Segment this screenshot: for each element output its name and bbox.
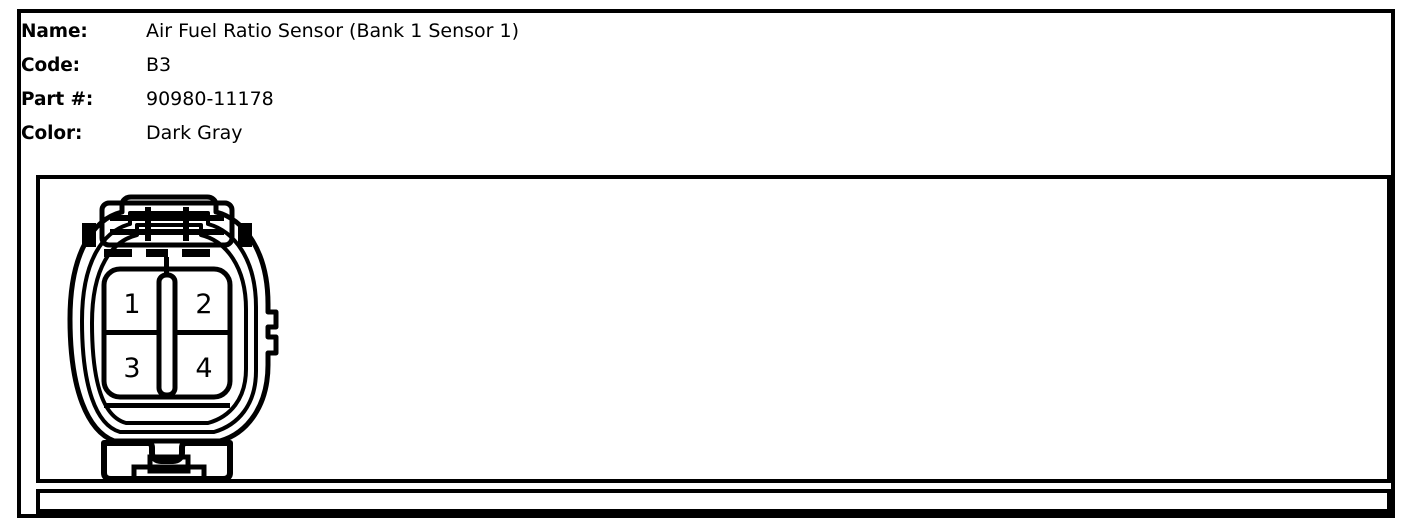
connector-diagram-panel: 1 2 3 4 xyxy=(36,175,1391,483)
grille-bar-v1 xyxy=(145,207,151,241)
connector-face-drawing: 1 2 3 4 xyxy=(42,179,292,479)
spec-value-color: Dark Gray xyxy=(146,122,243,144)
bottom-note-strip xyxy=(36,489,1391,514)
spec-block: Name: Air Fuel Ratio Sensor (Bank 1 Sens… xyxy=(21,14,721,150)
connector-svg: 1 2 3 4 xyxy=(67,194,279,479)
spec-value-code: B3 xyxy=(146,54,172,76)
latch-left-post xyxy=(82,223,96,247)
latch-stem xyxy=(164,257,169,275)
spec-label-name: Name: xyxy=(21,21,88,42)
spec-label-color: Color: xyxy=(21,123,83,144)
cavity-key-slot xyxy=(156,272,178,398)
foot-lock-upper xyxy=(147,454,191,474)
spec-row-color: Color: Dark Gray xyxy=(21,116,721,150)
spec-label-part-number: Part #: xyxy=(21,89,94,110)
pin-number-4: 4 xyxy=(195,353,212,384)
spec-row-part-number: Part #: 90980-11178 xyxy=(21,82,721,116)
latch-tooth-1 xyxy=(104,249,132,257)
grille-frame xyxy=(99,200,235,248)
cavity-block: 1 2 3 4 xyxy=(101,266,233,400)
bottom-lock-foot xyxy=(101,440,233,479)
latch-right-post xyxy=(238,223,252,247)
connector-shell-outline-mid xyxy=(80,211,258,434)
foot-outline xyxy=(101,440,233,479)
spec-row-code: Code: B3 xyxy=(21,48,721,82)
latch-tooth-2 xyxy=(146,249,168,257)
cavity-base-bar xyxy=(104,403,230,408)
pin-number-3: 3 xyxy=(123,353,140,384)
pin-number-2: 2 xyxy=(195,289,212,320)
latch-tooth-3 xyxy=(182,249,210,257)
grille-bar-h1 xyxy=(110,215,224,221)
foot-lock-lower xyxy=(131,464,207,479)
latch-grille xyxy=(82,200,252,275)
pin-number-1: 1 xyxy=(123,289,140,320)
grille-bar-v2 xyxy=(183,207,189,241)
spec-value-part-number: 90980-11178 xyxy=(146,88,274,110)
spec-row-name: Name: Air Fuel Ratio Sensor (Bank 1 Sens… xyxy=(21,14,721,48)
spec-label-code: Code: xyxy=(21,55,80,76)
grille-bar-h2 xyxy=(110,229,224,235)
spec-value-name: Air Fuel Ratio Sensor (Bank 1 Sensor 1) xyxy=(146,20,520,42)
